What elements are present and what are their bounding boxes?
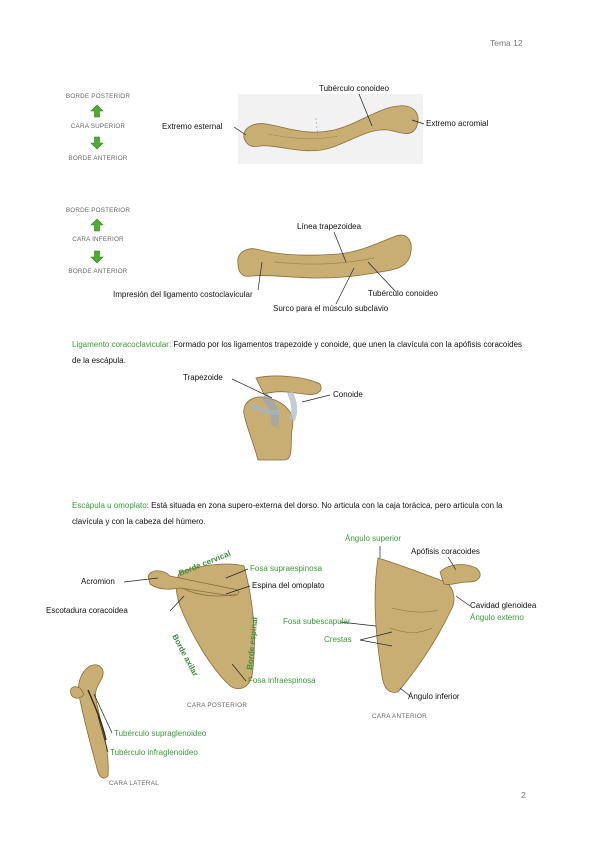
label-angulo-inferior: Ángulo inferior [408,692,460,701]
scapula-text: : Está situada en zona supero-externa de… [72,501,503,526]
scapula-anterior-image [374,557,481,693]
label-tuberculo-supraglenoideo: Tubérculo supraglenoideo [114,729,207,738]
label-tuberculo-conoideo: Tubérculo conoideo [319,84,389,93]
side-label-borde-anterior: BORDE ANTERIOR [68,155,128,162]
ligament-term: Ligamento coracoclavicular: [72,340,172,349]
label-surco-subclavio: Surco para el músculo subclavio [273,304,389,313]
label-fosa-supraespinosa: Fosa supraespinosa [250,564,323,573]
side-label-borde-anterior-2: BORDE ANTERIOR [68,268,128,275]
side-label-cara-superior: CARA SUPERIOR [70,123,126,130]
label-extremo-acromial: Extremo acromial [426,119,489,128]
label-apofisis-coracoides: Apófisis coracoides [411,547,480,556]
label-escotadura-coracoidea: Escotadura coracoidea [46,606,128,615]
clavicle-inferior-image [237,234,412,279]
label-cavidad-glenoidea: Cavidad glenoidea [470,601,537,610]
scapula-posterior-image [147,563,255,690]
scapula-term: Escápula u omoplato [72,501,147,510]
label-tuberculo-infraglenoideo: Tubérculo infraglenoideo [110,748,198,757]
arrow-up-icon [90,104,104,118]
arrow-down-icon [90,250,104,264]
scapula-paragraph: Escápula u omoplato: Está situada en zon… [72,498,527,530]
label-trapezoide: Trapezoide [183,373,223,382]
label-linea-trapezoidea: Línea trapezoidea [297,222,362,231]
ligament-text: Formado por los ligamentos trapezoide y … [72,340,523,365]
label-angulo-superior: Ángulo superior [345,534,402,543]
label-espina-omoplato: Espina del omoplato [252,581,325,590]
side-label-borde-posterior-2: BORDE POSTERIOR [65,207,131,214]
arrow-down-icon [90,136,104,150]
page-number: 2 [521,790,526,800]
topic-header: Tema 12 [490,38,523,48]
label-crestas: Crestas [324,635,352,644]
clavicle-superior-image [238,94,423,164]
label-angulo-externo: Ángulo externo [470,613,524,622]
label-acromion: Acromion [81,577,115,586]
side-label-borde-posterior: BORDE POSTERIOR [65,93,131,100]
ligament-paragraph: Ligamento coracoclavicular: Formado por … [72,337,527,369]
arrow-up-icon [90,218,104,232]
label-fosa-infraespinosa: Fosa infraespinosa [248,676,316,685]
side-label-cara-inferior: CARA INFERIOR [72,236,124,243]
caption-cara-lateral: CARA LATERAL [109,780,160,787]
label-fosa-subescapular: Fosa subescapular [283,617,351,626]
scapula-lateral-image [70,664,109,779]
ligament-image [243,375,322,461]
caption-cara-anterior: CARA ANTERIOR [372,713,427,720]
label-extremo-esternal: Extremo esternal [162,122,223,131]
caption-cara-posterior: CARA POSTERIOR [187,702,248,709]
label-conoide: Conoide [333,390,363,399]
label-impresion-costoclavicular: Impresión del ligamento costoclavicular [113,290,253,299]
label-tuberculo-conoideo-2: Tubérculo conoideo [368,289,438,298]
